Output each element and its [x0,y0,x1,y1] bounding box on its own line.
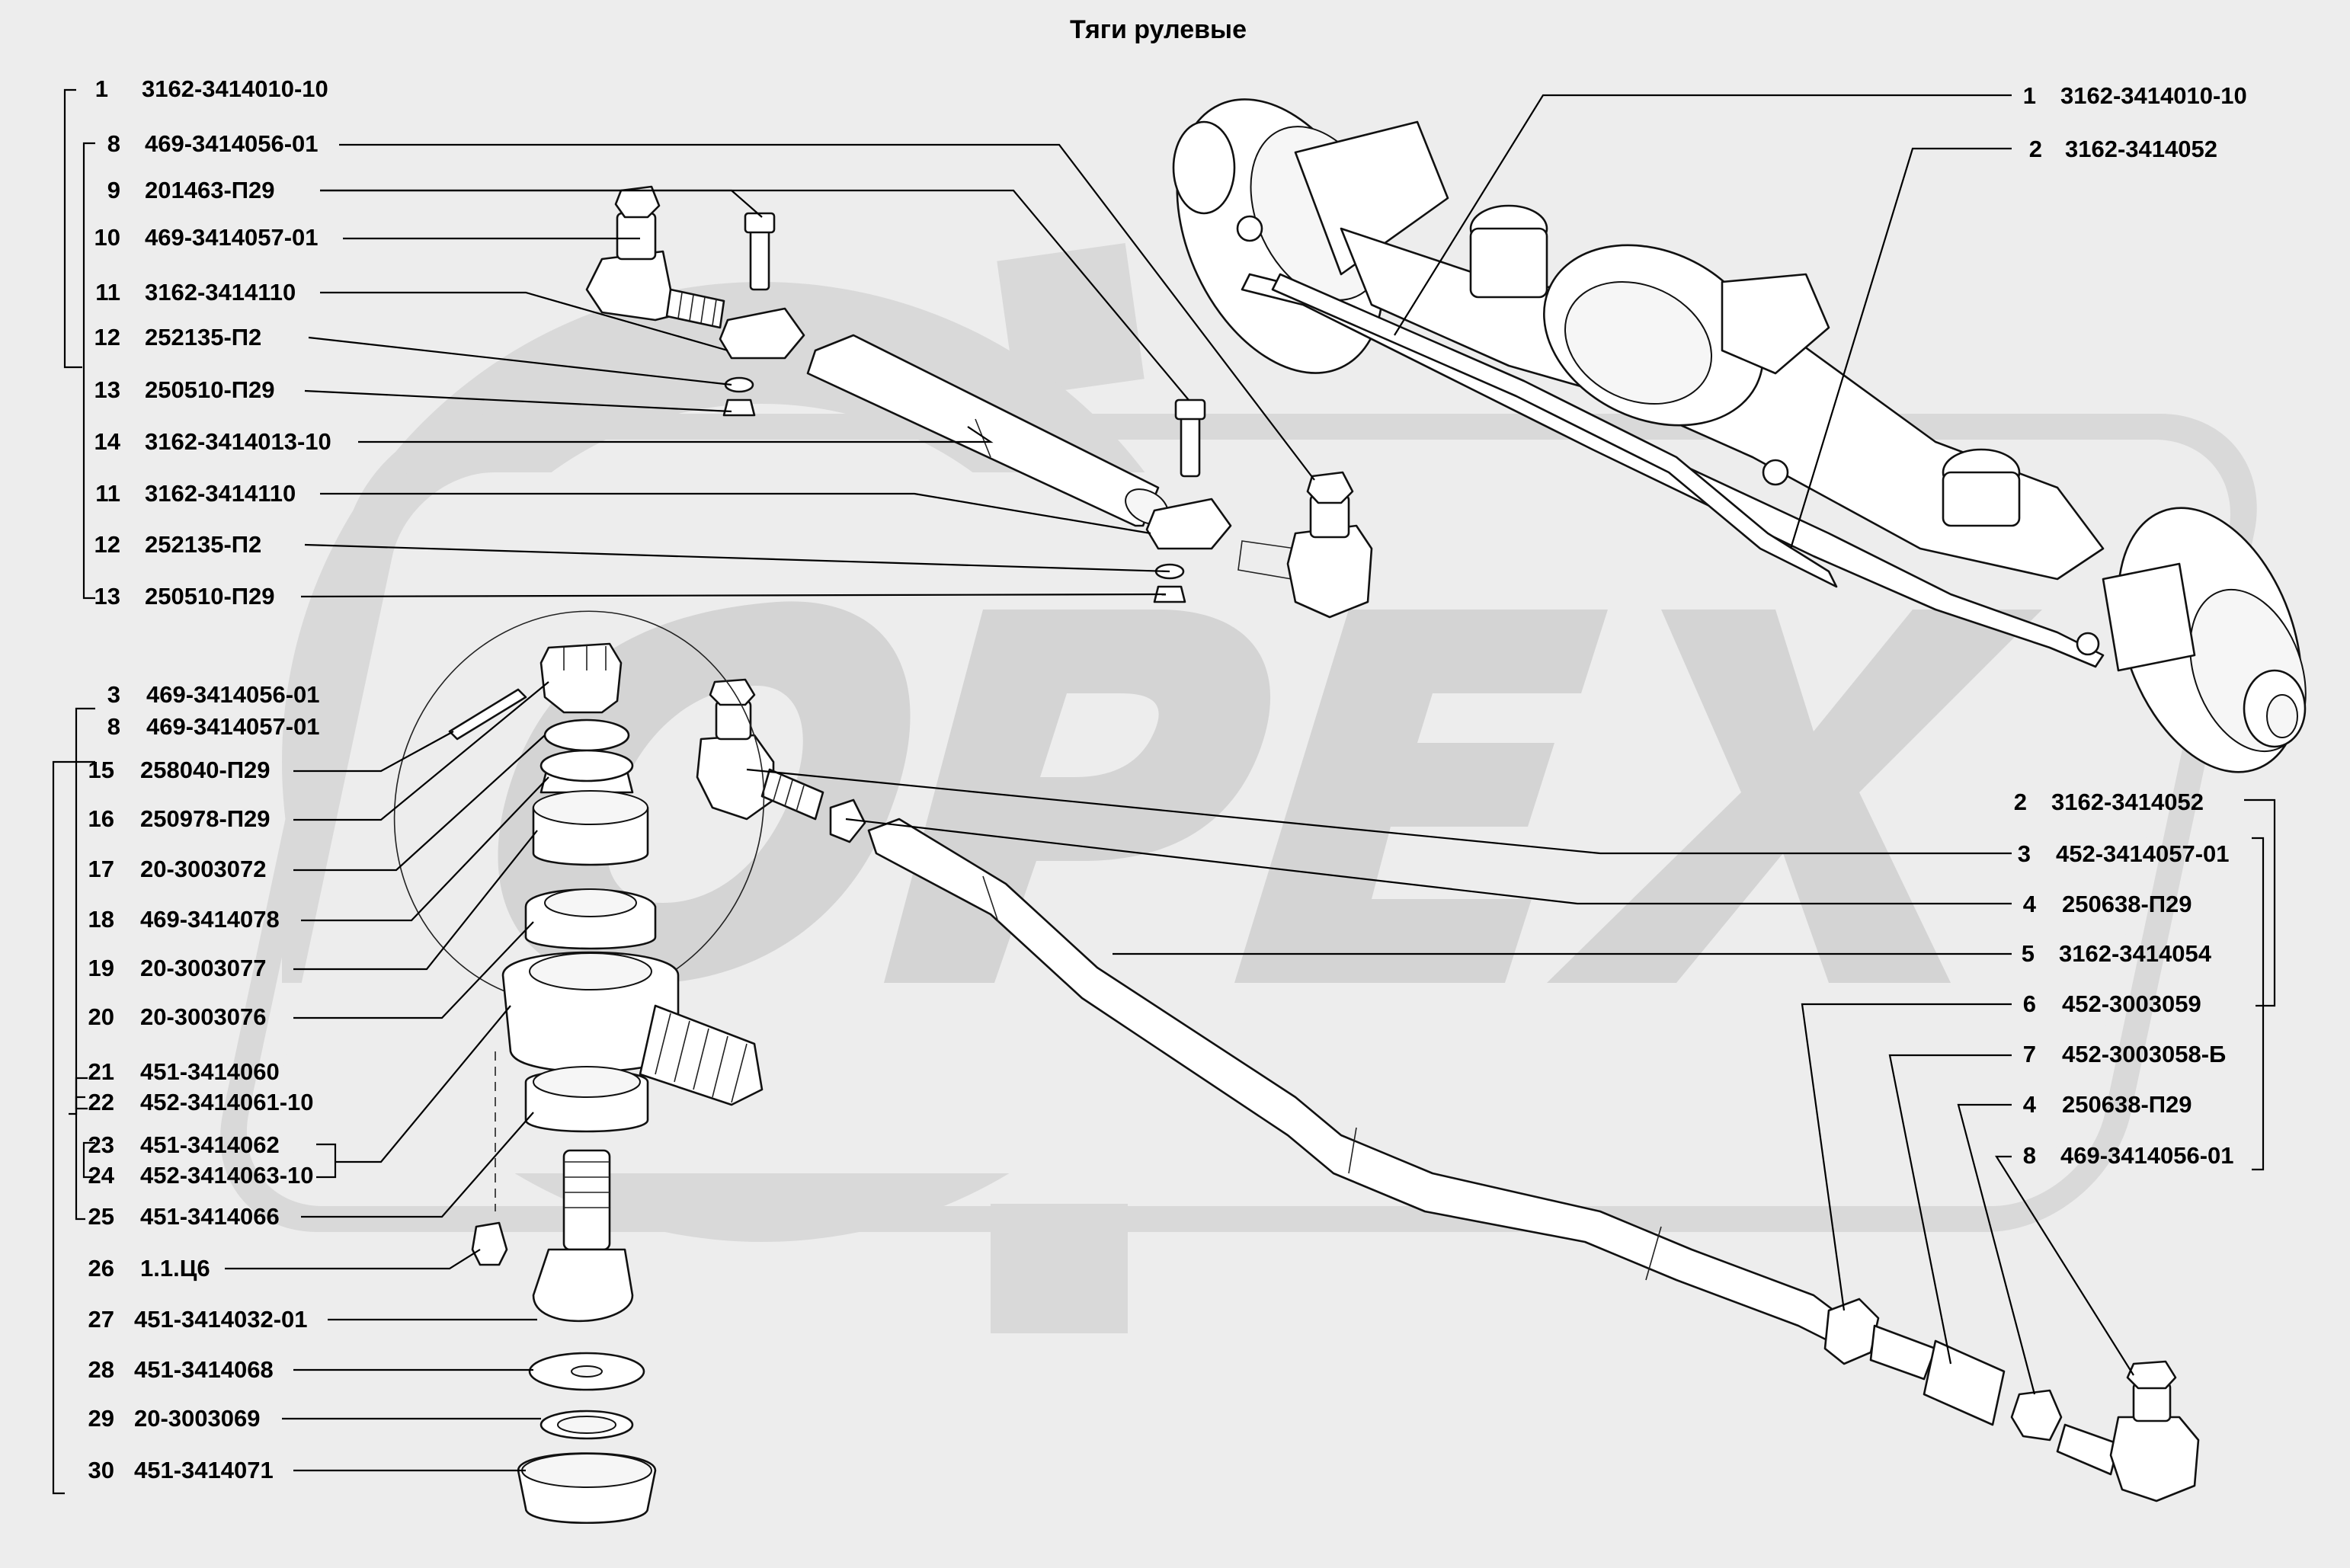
right-brackets [2244,798,2276,1171]
callout-code: 452-3414061-10 [140,1089,314,1115]
callout-num: 8 [107,713,120,740]
leader-lines-right [746,94,2134,1395]
callout-num: 2 [2029,136,2042,162]
callout-num: 11 [95,279,120,306]
callout-num: 1 [95,75,108,102]
callout-code: 20-3003077 [140,955,267,981]
callout-code: 452-3414063-10 [140,1162,314,1189]
callout-num: 24 [88,1162,115,1189]
callout-num: 4 [2023,1091,2037,1118]
callout-num: 30 [88,1457,114,1483]
callout-code: 20-3003072 [140,856,267,882]
callout-num: 25 [88,1203,114,1230]
callout-num: 11 [95,480,120,507]
callout-num: 3 [2018,840,2031,867]
callout-code: 258040-П29 [140,757,271,783]
callout-labels-right: 1 3162-3414010-10 2 3162-3414052 2 3162-… [2014,82,2247,1169]
callout-code: 451-3414066 [140,1203,280,1230]
callout-code: 250638-П29 [2062,891,2192,917]
callout-num: 8 [2023,1142,2036,1169]
callout-code: 3162-3414052 [2065,136,2217,162]
callout-code: 3162-3414010-10 [142,75,328,102]
callout-code: 3162-3414054 [2059,940,2212,967]
callout-num: 9 [107,177,120,203]
callout-num: 20 [88,1003,114,1030]
callout-num: 22 [88,1089,114,1115]
diagram-title: Тяги рулевые [1070,15,1247,44]
callout-num: 23 [88,1131,114,1158]
callout-num: 13 [94,376,120,403]
callout-num: 19 [88,955,114,981]
callout-code: 451-3414071 [134,1457,274,1483]
callout-code: 250510-П29 [145,376,275,403]
callout-labels-left: 1 3162-3414010-10 8 469-3414056-01 9 201… [88,75,331,1483]
callout-code: 469-3414056-01 [145,130,319,157]
callout-num: 12 [94,531,120,558]
callout-code: 3162-3414010-10 [2060,82,2247,109]
callout-code: 20-3003076 [140,1003,267,1030]
callout-code: 469-3414056-01 [2060,1142,2234,1169]
callout-num: 14 [94,428,121,455]
callout-num: 6 [2023,990,2036,1017]
callout-code: 452-3414057-01 [2056,840,2230,867]
callout-num: 8 [107,130,120,157]
callout-code: 451-3414068 [134,1356,274,1383]
watermark-logo [220,243,2257,1333]
callout-num: 15 [88,757,114,783]
callout-code: 1.1.Ц6 [140,1255,210,1282]
callout-code: 469-3414057-01 [145,224,319,251]
long-tie-rod-icon [696,678,2200,1502]
callout-num: 17 [88,856,114,882]
callout-num: 10 [94,224,120,251]
callout-num: 7 [2023,1041,2036,1067]
callout-code: 451-3414062 [140,1131,280,1158]
callout-num: 2 [2014,789,2027,815]
leader-lines-left [225,143,1315,1472]
callout-code: 3162-3414110 [145,480,296,507]
callout-code: 250638-П29 [2062,1091,2192,1118]
callout-code: 3162-3414052 [2051,789,2204,815]
callout-num: 5 [2022,940,2035,967]
callout-code: 469-3414078 [140,906,280,933]
callout-num: 27 [88,1306,114,1333]
callout-code: 451-3414060 [140,1058,280,1085]
callout-num: 16 [88,805,114,832]
callout-code: 201463-П29 [145,177,275,203]
callout-code: 20-3003069 [134,1405,261,1432]
callout-code: 452-3003058-Б [2062,1041,2226,1067]
callout-code: 451-3414032-01 [134,1306,308,1333]
callout-num: 3 [107,681,120,708]
callout-num: 18 [88,906,114,933]
callout-code: 252135-П2 [145,531,261,558]
callout-num: 29 [88,1405,114,1432]
callout-num: 28 [88,1356,114,1383]
left-brackets [52,88,337,1495]
callout-code: 3162-3414013-10 [145,428,331,455]
callout-num: 21 [88,1058,114,1085]
callout-code: 3162-3414110 [145,279,296,306]
ball-joint-exploded-icon [393,610,765,1524]
callout-code: 250510-П29 [145,583,275,610]
callout-code: 252135-П2 [145,324,261,350]
callout-num: 26 [88,1255,114,1282]
steering-rod-assembly-icon [585,185,1373,619]
callout-code: 469-3414056-01 [146,681,320,708]
callout-num: 12 [94,324,120,350]
callout-code: 469-3414057-01 [146,713,320,740]
callout-code: 250978-П29 [140,805,271,832]
callout-num: 1 [2023,82,2036,109]
front-axle-icon [1172,98,2307,773]
callout-num: 4 [2023,891,2037,917]
callout-code: 452-3003059 [2062,990,2201,1017]
callout-num: 13 [94,583,120,610]
